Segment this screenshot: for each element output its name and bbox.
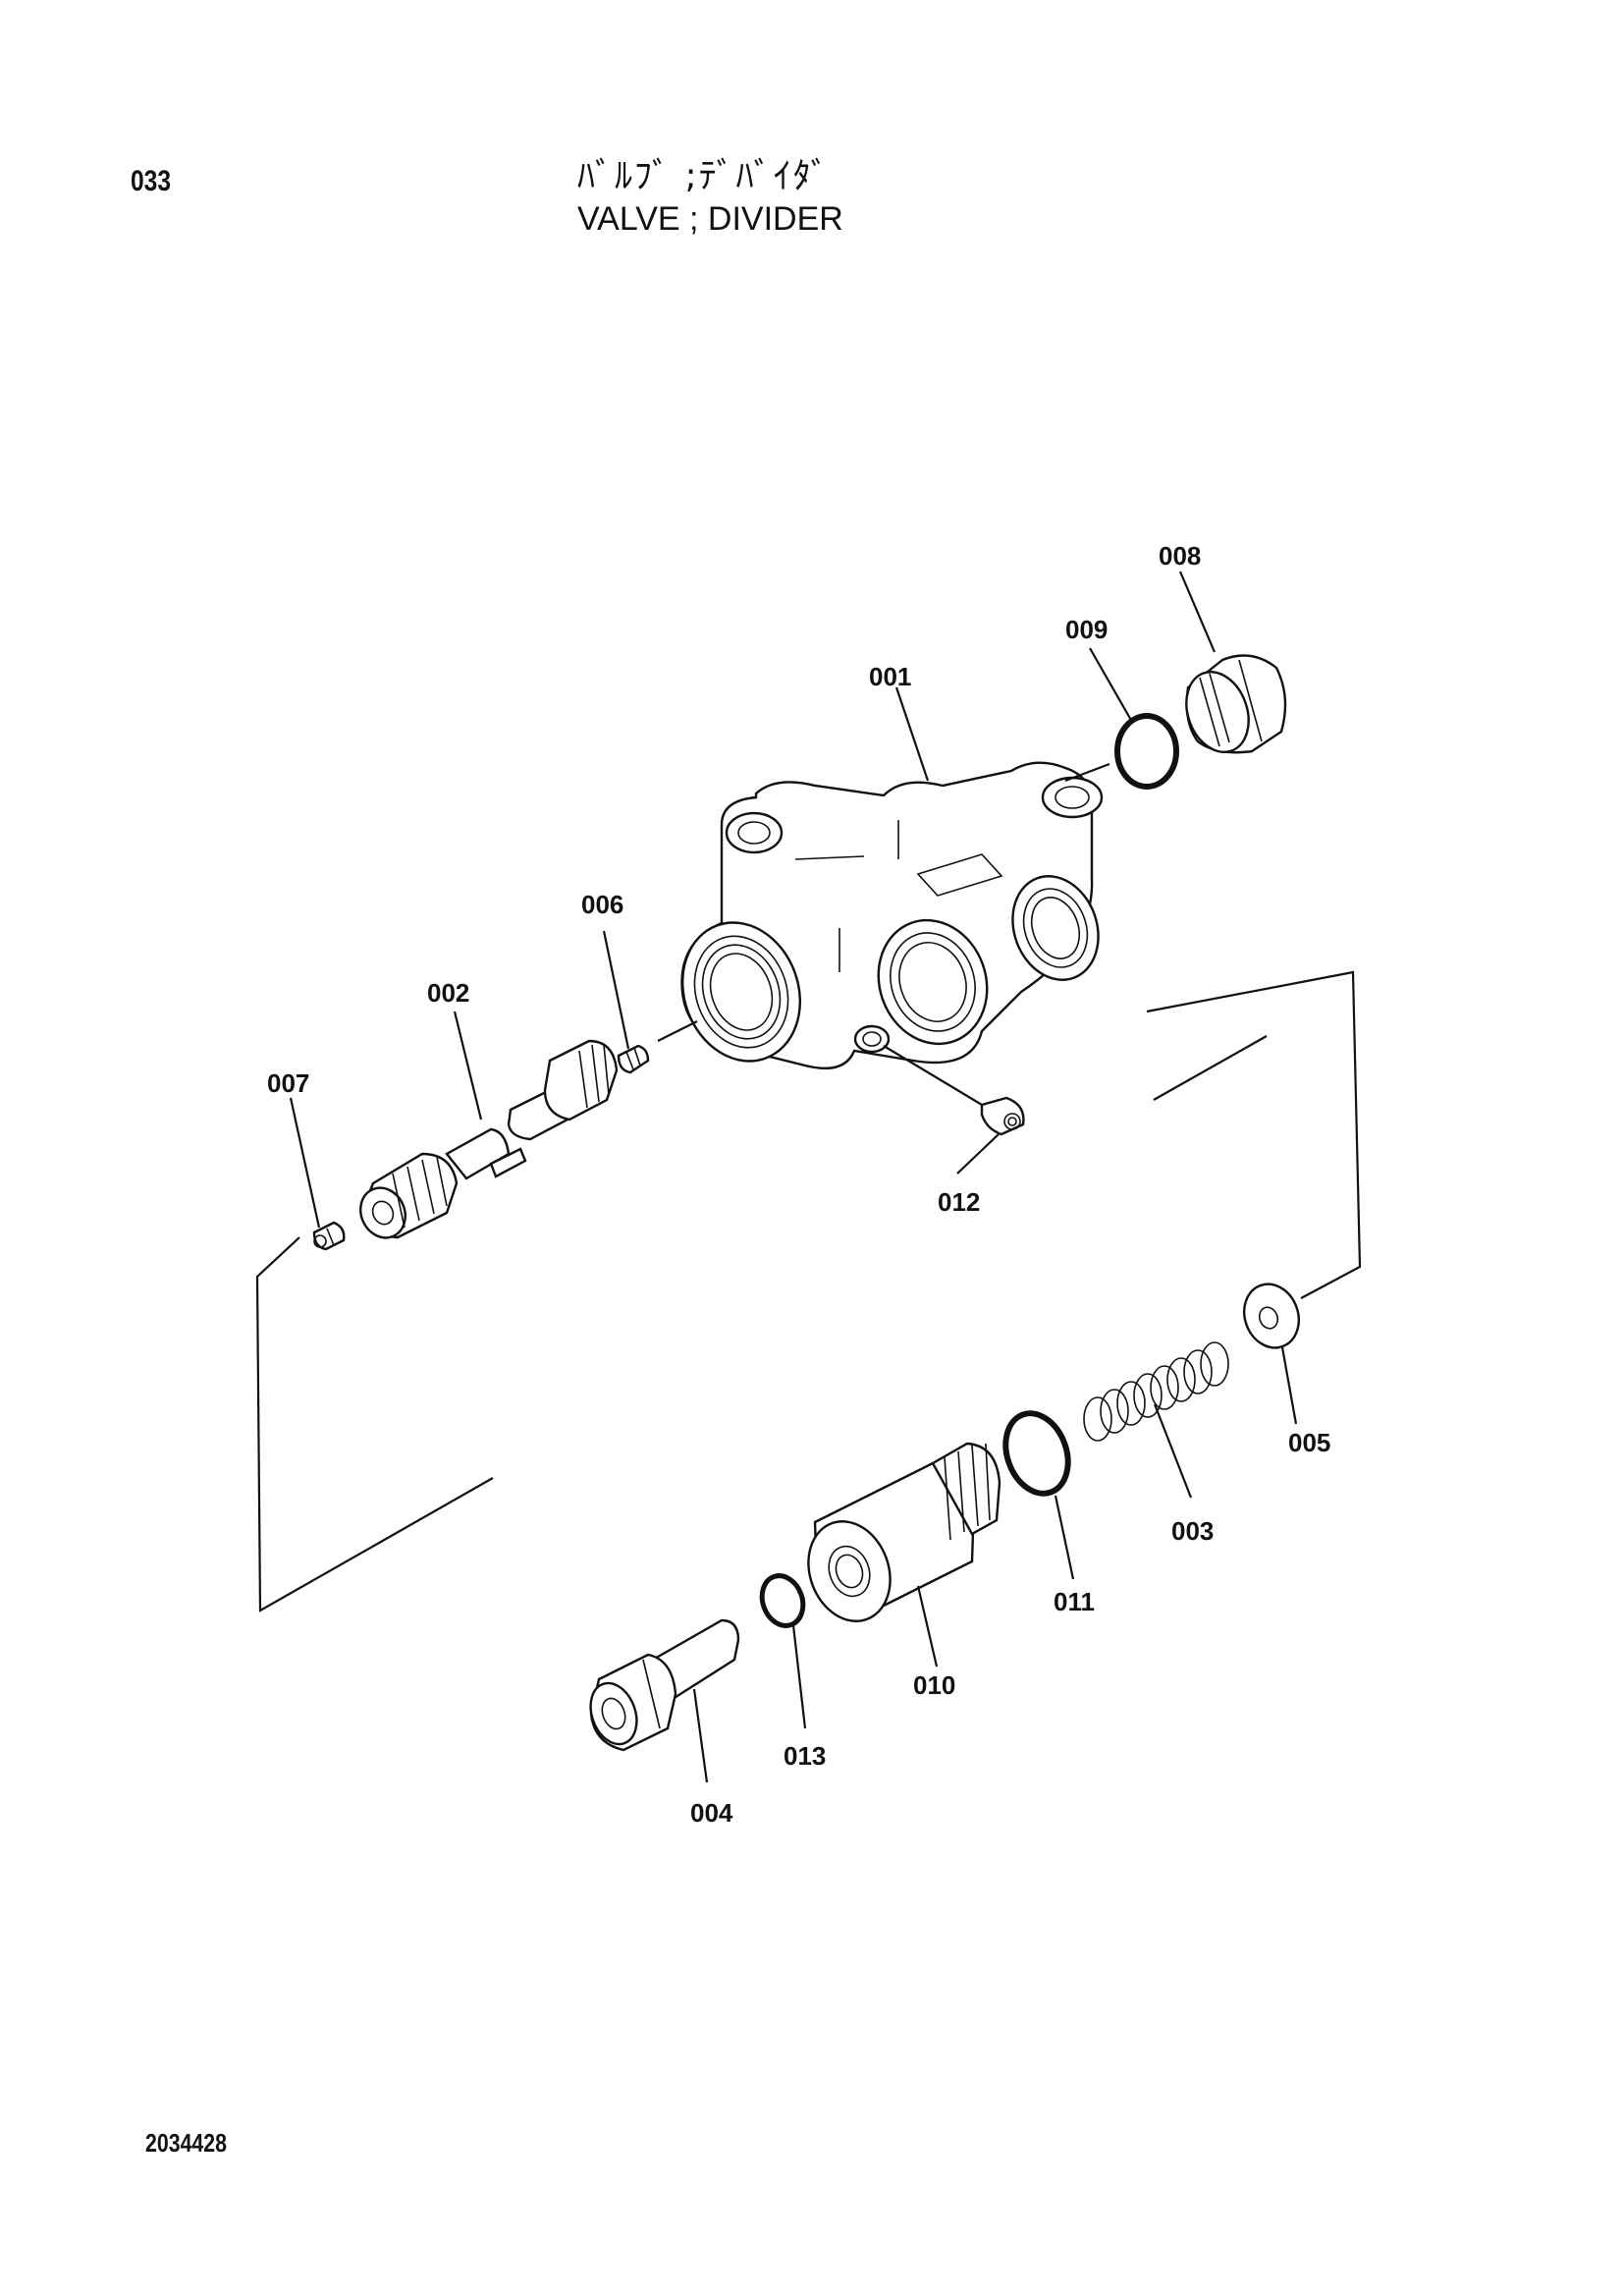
- callout-004: 004: [690, 1798, 733, 1828]
- leader-lines: [289, 571, 1298, 1783]
- part-009-o-ring[interactable]: [1114, 713, 1179, 790]
- title-english: VALVE ; DIVIDER: [577, 200, 843, 238]
- part-007-plug[interactable]: [312, 1221, 346, 1251]
- callout-001: 001: [869, 662, 911, 691]
- part-004-hex-plug[interactable]: [582, 1618, 740, 1752]
- callout-008: 008: [1159, 541, 1201, 571]
- callout-012: 012: [938, 1187, 980, 1217]
- callout-010: 010: [913, 1670, 955, 1700]
- part-005-washer[interactable]: [1235, 1277, 1307, 1355]
- callout-006: 006: [581, 890, 623, 919]
- assembly-guide-lines: [255, 762, 1362, 1613]
- callout-003: 003: [1171, 1516, 1214, 1546]
- callout-011: 011: [1054, 1587, 1095, 1616]
- part-010-sleeve[interactable]: [795, 1442, 1001, 1633]
- callout-labels: 008 009 001 006 002 007 012 005 003 011 …: [267, 541, 1330, 1828]
- page-number: 033: [131, 165, 172, 197]
- callout-009: 009: [1065, 615, 1108, 644]
- part-008-plug[interactable]: [1175, 654, 1287, 761]
- part-006-plug[interactable]: [617, 1044, 650, 1074]
- title-japanese: ﾊﾞﾙﾌﾞ ;ﾃﾞﾊﾞｲﾀﾞ: [577, 156, 831, 196]
- callout-002: 002: [427, 978, 469, 1008]
- callout-007: 007: [267, 1068, 309, 1098]
- part-001-valve-body[interactable]: [664, 761, 1112, 1078]
- part-003-spring[interactable]: [1083, 1341, 1229, 1442]
- part-002-spool[interactable]: [352, 1039, 619, 1245]
- part-013-o-ring[interactable]: [755, 1570, 809, 1632]
- part-011-o-ring[interactable]: [995, 1404, 1078, 1502]
- callout-005: 005: [1288, 1428, 1330, 1457]
- callout-013: 013: [784, 1741, 826, 1771]
- part-012-plug[interactable]: [980, 1096, 1025, 1136]
- drawing-number: 2034428: [145, 2128, 228, 2158]
